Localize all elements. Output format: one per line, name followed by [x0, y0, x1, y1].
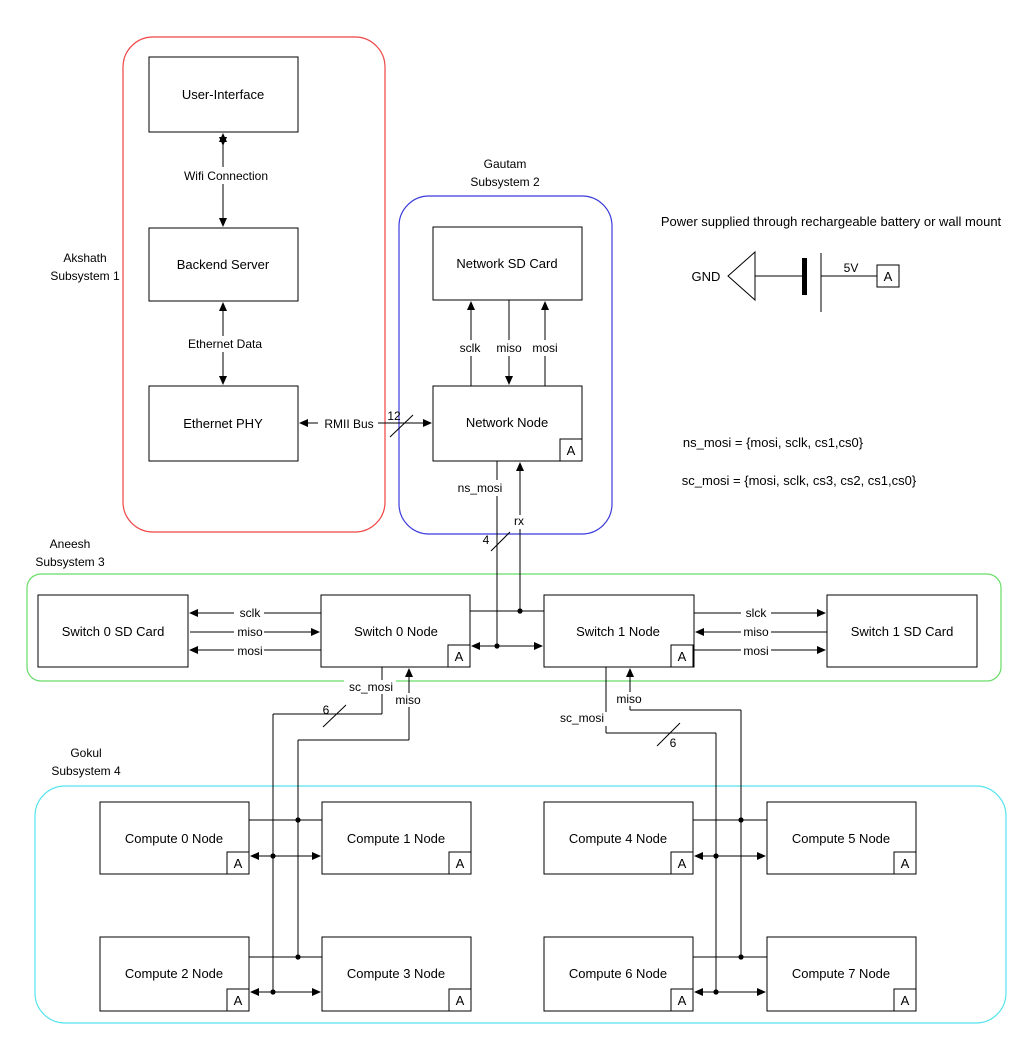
- subsystem-3-name: Subsystem 3: [35, 555, 105, 569]
- subsystem-4-owner: Gokul: [70, 746, 101, 760]
- voltage-label: 5V: [844, 261, 859, 275]
- ethernet-data-label: Ethernet Data: [188, 337, 262, 351]
- subsystem-3-owner: Aneesh: [50, 537, 91, 551]
- sw1-sc-width-label: 6: [670, 736, 677, 750]
- subsystem-4-name: Subsystem 4: [51, 764, 121, 778]
- subsystem-1-container: [122, 36, 386, 533]
- compute-0-node-block: Compute 0 Node: [125, 831, 223, 846]
- net-sclk-label: sclk: [460, 341, 482, 355]
- sw0-sc-width-label: 6: [323, 703, 330, 717]
- rmii-bus-label: RMII Bus: [324, 417, 373, 431]
- power-note: Power supplied through rechargeable batt…: [661, 214, 1002, 229]
- sw0-compute-miso-label: miso: [395, 693, 421, 707]
- compute-2-node-block: Compute 2 Node: [125, 966, 223, 981]
- subsystem-2-name: Subsystem 2: [470, 175, 540, 189]
- subsystem-1-name: Subsystem 1: [50, 269, 120, 283]
- rmii-width-label: 12: [387, 409, 401, 423]
- sw0-sc-mosi-label: sc_mosi: [349, 680, 393, 694]
- switch-0-sd-card-block: Switch 0 SD Card: [62, 624, 165, 639]
- backend-server-block: Backend Server: [177, 257, 270, 272]
- ns-mosi-label: ns_mosi: [458, 481, 503, 495]
- power-tag: A: [884, 269, 893, 284]
- battery-plate-thick: [802, 258, 807, 295]
- ground-symbol: [727, 250, 756, 302]
- switch-1-sd-card-block: Switch 1 SD Card: [851, 624, 954, 639]
- switch-0-tag: A: [455, 649, 464, 664]
- subsystem-4-container: [34, 785, 1007, 1024]
- sw1-mosi-label: mosi: [743, 644, 768, 658]
- sw0-mosi-label: mosi: [237, 644, 262, 658]
- compute-0-tag: A: [234, 856, 243, 871]
- sw0-miso-label: miso: [237, 625, 263, 639]
- subsystem-2-owner: Gautam: [484, 157, 527, 171]
- compute-6-tag: A: [678, 993, 687, 1008]
- net-mosi-label: mosi: [532, 341, 557, 355]
- compute-5-node-block: Compute 5 Node: [792, 831, 890, 846]
- switch-1-node-block: Switch 1 Node: [576, 624, 660, 639]
- sw1-miso-label: miso: [743, 625, 769, 639]
- ethernet-phy-block: Ethernet PHY: [183, 416, 263, 431]
- subsystem-3-container: [26, 573, 1002, 682]
- net-miso-label: miso: [496, 341, 522, 355]
- compute-7-node-block: Compute 7 Node: [792, 966, 890, 981]
- compute-4-node-block: Compute 4 Node: [569, 831, 667, 846]
- ns-width-label: 4: [483, 533, 490, 547]
- compute-1-tag: A: [456, 856, 465, 871]
- wifi-connection-label: Wifi Connection: [184, 169, 268, 183]
- sw0-sclk-label: sclk: [240, 606, 262, 620]
- subsystem-1-owner: Akshath: [63, 251, 106, 265]
- network-sd-card-block: Network SD Card: [456, 256, 557, 271]
- compute-4-tag: A: [678, 856, 687, 871]
- user-interface-block: User-Interface: [182, 87, 264, 102]
- compute-7-tag: A: [901, 993, 910, 1008]
- compute-5-tag: A: [901, 856, 910, 871]
- compute-3-tag: A: [456, 993, 465, 1008]
- compute-6-node-block: Compute 6 Node: [569, 966, 667, 981]
- compute-1-node-block: Compute 1 Node: [347, 831, 445, 846]
- sw1-sc-mosi-label: sc_mosi: [560, 711, 604, 725]
- compute-2-tag: A: [234, 993, 243, 1008]
- network-node-tag: A: [567, 443, 576, 458]
- network-node-block: Network Node: [466, 415, 548, 430]
- switch-0-node-block: Switch 0 Node: [354, 624, 438, 639]
- sc-mosi-definition: sc_mosi = {mosi, sclk, cs3, cs2, cs1,cs0…: [682, 473, 917, 488]
- ns-mosi-definition: ns_mosi = {mosi, sclk, cs1,cs0}: [683, 435, 864, 450]
- sw1-slck-label: slck: [746, 606, 768, 620]
- switch-1-tag: A: [678, 649, 687, 664]
- compute-3-node-block: Compute 3 Node: [347, 966, 445, 981]
- sw1-compute-miso-label: miso: [616, 692, 642, 706]
- rx-label: rx: [514, 514, 524, 528]
- gnd-label: GND: [692, 269, 721, 284]
- subsystem-2-container: [398, 195, 613, 535]
